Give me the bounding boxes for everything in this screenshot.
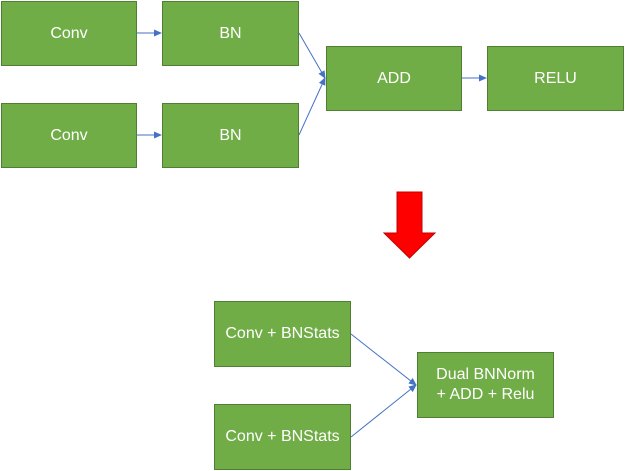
relu-node: RELU — [487, 46, 624, 111]
edge-bn-a-to-add — [298, 32, 326, 79]
conv-node-b: Conv — [1, 103, 137, 168]
edge-cbs-b-to-fused — [350, 384, 417, 438]
edge-cbs-a-to-fused — [350, 333, 417, 386]
dual-bnnorm-add-relu-node: Dual BNNorm + ADD + Relu — [417, 352, 554, 418]
conv-bnstats-node-a: Conv + BNStats — [214, 301, 351, 367]
bn-node-a: BN — [162, 1, 299, 66]
conv-bnstats-node-b: Conv + BNStats — [214, 404, 351, 470]
down-arrow-icon — [382, 191, 437, 259]
edge-bn-b-to-add — [298, 77, 326, 136]
bn-node-b: BN — [162, 103, 299, 168]
add-node: ADD — [326, 46, 462, 111]
conv-node-a: Conv — [1, 1, 137, 66]
